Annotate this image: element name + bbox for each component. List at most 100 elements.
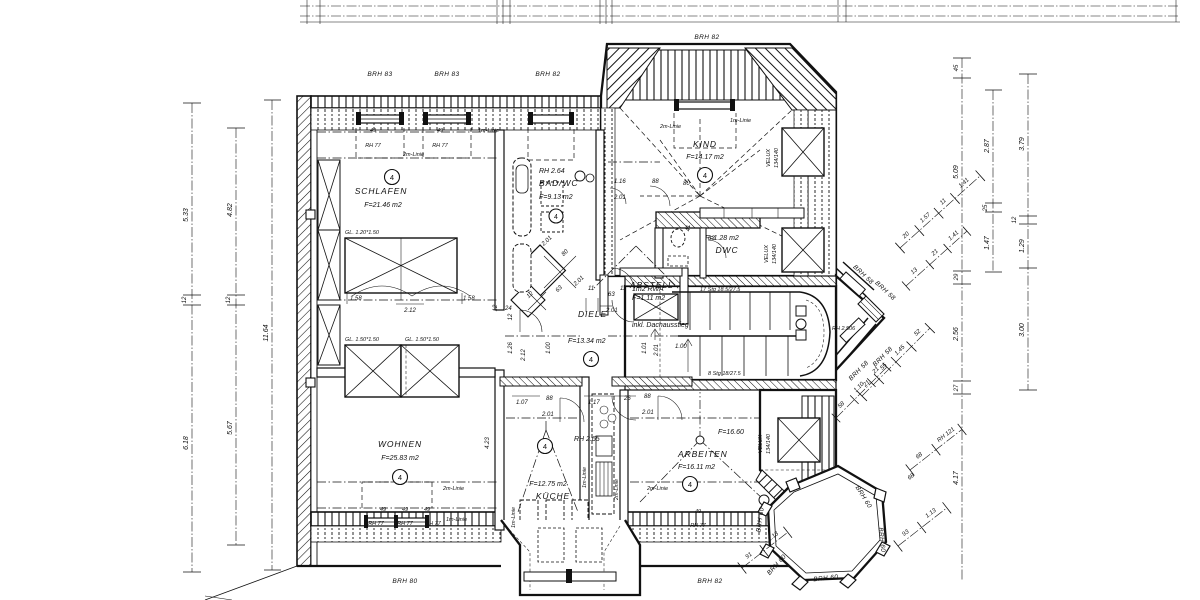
room-name-diele: DIELE [578, 309, 607, 319]
dim-chain-left-b: 4.82 12 5.67 [226, 127, 245, 546]
int-dim-7: 88 [546, 396, 553, 402]
dormer-sill-6: 49 [695, 509, 701, 515]
dormer-annotations: 49 RH 77 49 RH 77 49 49 49 RH 77 RH 77 R… [365, 128, 707, 529]
room-rh-bad-wc: RH 2.64 [539, 168, 565, 175]
dormer-top-1 [355, 112, 405, 159]
room-label-kueche: 4 RH 2.65 F=12.75 m2 KÜCHE [529, 436, 600, 501]
annotation-texts: 1m2 RWA inkl. Dachausstieg 17 Stg 18.5/2… [345, 118, 856, 528]
angled-up-5: 21 [930, 248, 940, 258]
int-dim-20: 11 [620, 286, 626, 292]
interior-dimensions: 1.58 2.12 1.58 1.26 2.12 1.00 1.07 88 2.… [346, 179, 715, 449]
room-label-bad-wc: RH 2.64 BAD/WC F=9.13 m2 4 [539, 168, 578, 224]
dim-right-a-2: 29 [954, 273, 960, 281]
room-marker-kueche: 4 [543, 442, 547, 451]
left-dimension-chains: 5.33 12 6.18 4.82 12 5.67 11.64 [182, 99, 281, 573]
rail-rh-label: RH 2.506 [832, 326, 856, 332]
dim-right-a-3: 2.56 [953, 327, 960, 342]
glass-label-2: GL. 1.50*1.50 [345, 337, 380, 343]
int-dim-26: 63 [555, 284, 564, 293]
brh-top-2: BRH 82 [535, 71, 560, 78]
dim-chain-right-b: 2.87 25 1.47 [983, 89, 1002, 273]
window-openings [305, 99, 825, 528]
int-dim-5: 1.00 [546, 342, 552, 354]
room-area-wohnen: F=25.83 m2 [381, 455, 419, 462]
room-label-dwc: F=1.28 m2 DWC [705, 235, 739, 255]
int-dim-14: 88 [652, 179, 659, 185]
velux-label-lower: VELUX [764, 245, 770, 263]
int-dim-25: 12 [508, 313, 514, 320]
brh-turret-sill: 68 [907, 472, 916, 481]
dormer-rh-4: RH 77 [397, 521, 414, 527]
contour-1m-kueche: 1m-Linie [582, 467, 588, 488]
room-marker-diele: 4 [589, 355, 593, 364]
dim-right-a-4: 27 [954, 384, 960, 392]
room-name-arbeiten: ARBEITEN [677, 449, 728, 459]
site-boundary [204, 565, 298, 600]
dim-left-a-2: 6.18 [183, 436, 190, 450]
room-name-wohnen: WOHNEN [378, 439, 422, 449]
int-dim-0: 1.58 [350, 296, 362, 302]
int-dim-28: 80 [561, 248, 570, 257]
brh-turret-4: BRH 60 [755, 507, 765, 533]
dormer-sill-5: 49 [424, 507, 430, 513]
dim-chain-right-a: 45 5.09 29 2.56 27 4.17 [953, 57, 971, 580]
glazing-wohnen [344, 344, 460, 398]
room-marker-kind: 4 [703, 171, 707, 180]
int-dim-16: 2.01 [613, 195, 626, 201]
brh-turret-1: BRH 60 [877, 527, 887, 553]
angled-up-0: 20 [901, 231, 911, 241]
brh-top-1: BRH 83 [434, 71, 459, 78]
dormer-top-3 [527, 112, 575, 161]
dim-right-a-0: 45 [954, 64, 960, 71]
room-marker-bad-wc: 4 [554, 214, 558, 221]
dormer-sill-4: 49 [402, 507, 408, 513]
staircase [633, 286, 831, 380]
dim-left-a-1: 12 [182, 296, 188, 303]
dormer-rh-2: RH 77 [432, 143, 449, 149]
contour-1m-bay: 1m-Linie [511, 507, 517, 528]
stair-run-upper-label: 17 Stg 18.5/27.5 [700, 287, 741, 293]
room-rh-kueche: RH 2.65 [574, 436, 600, 443]
velux-skylight-upper [781, 127, 825, 177]
int-dim-13: 1.16 [614, 179, 626, 185]
room-name-bad-wc: BAD/WC [539, 178, 578, 188]
room-label-wohnen: WOHNEN F=25.83 m2 4 [378, 439, 422, 486]
angled-lo-1: 55 [879, 362, 888, 371]
dim-right-c-1: 12 [1012, 216, 1018, 223]
angled-wall-lower [831, 317, 877, 367]
int-dim-22: 2.01 [654, 344, 660, 357]
int-dim-31: 63 [708, 236, 715, 242]
velux-skylight-lower [781, 227, 825, 273]
dormer-rh-6: RH 77 [690, 523, 707, 529]
int-dim-10: 26 [623, 396, 631, 402]
dim-chain-left-a: 5.33 12 6.18 [182, 102, 201, 573]
dim-right-b-1: 25 [983, 204, 989, 212]
window-left-1 [317, 159, 341, 231]
room-name-dwc: DWC [716, 245, 739, 255]
dwc-fixtures [667, 228, 689, 267]
int-dim-19: 11 [588, 286, 594, 292]
window-left-2 [317, 229, 341, 301]
int-dim-6: 1.07 [516, 400, 528, 406]
dim-chain-left-total: 11.64 [263, 99, 281, 571]
dim-right-b-2: 1.47 [984, 235, 991, 250]
int-dim-33: 41 [686, 225, 692, 232]
room-area-schlafen: F=21.46 m2 [364, 202, 402, 209]
brh-bottom-0: BRH 80 [392, 578, 417, 585]
door-swings [519, 185, 727, 423]
room-area-kind: F=14.17 m2 [686, 154, 724, 161]
room-marker-schlafen: 4 [390, 173, 394, 182]
int-dim-17: 63 [608, 292, 615, 298]
angled-lo-0: 21 [862, 379, 872, 389]
contour-2m-kind: 2m-Linie [659, 124, 681, 130]
int-dim-30: 12 [526, 290, 535, 299]
int-dim-21: 1.01 [642, 342, 648, 354]
dormer-rh-5: RH 77 [425, 521, 442, 527]
room-area-kueche: F=12.75 m2 [529, 481, 567, 488]
velux-size-upper: 134/140 [774, 147, 780, 168]
int-dim-24: 12 [493, 304, 499, 311]
room-label-diele: DIELE F=13.34 m2 4 [568, 309, 607, 368]
dim-right-c-3: 3.00 [1019, 323, 1026, 337]
